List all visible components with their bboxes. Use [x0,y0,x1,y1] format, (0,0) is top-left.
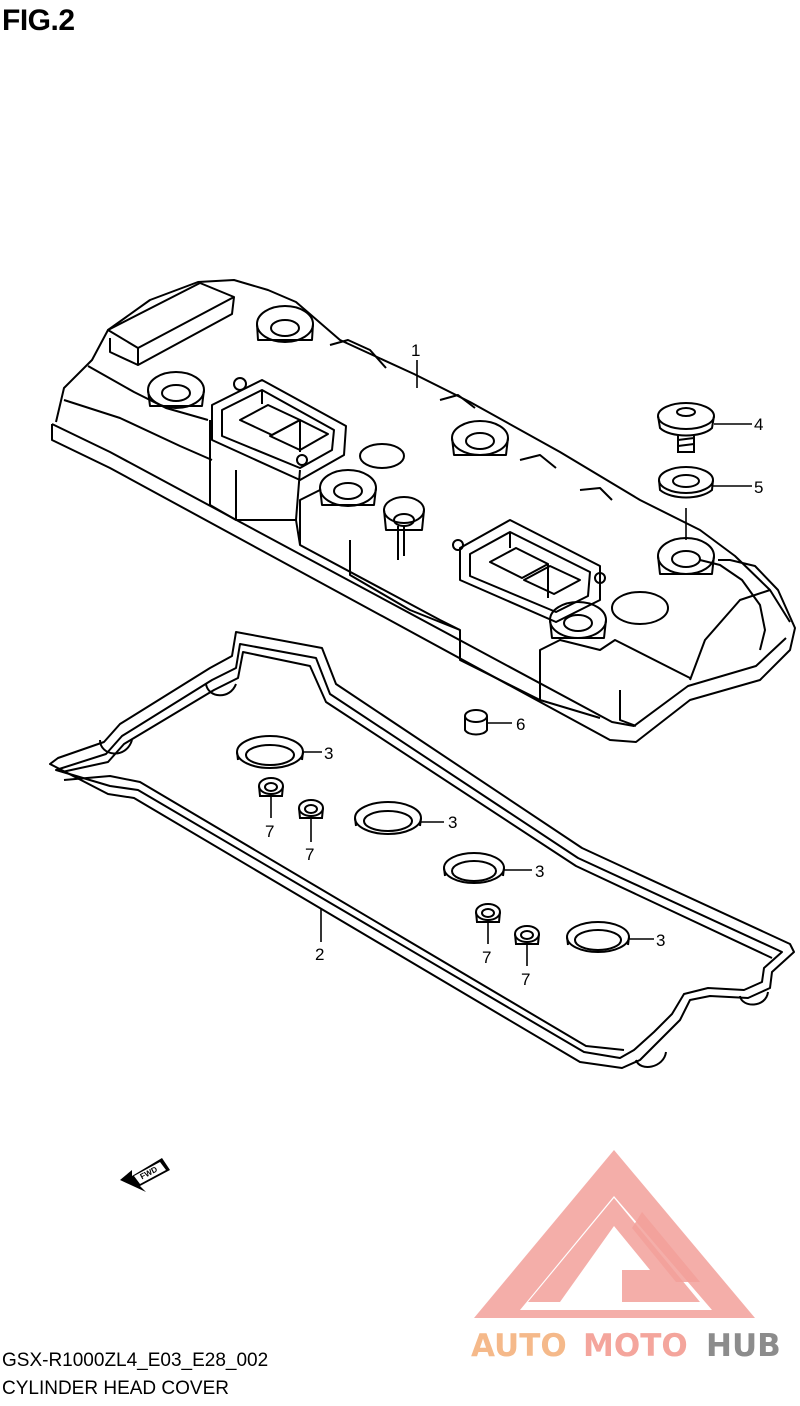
watermark-auto: AUTO [471,1328,567,1364]
callout-5: 5 [754,478,763,497]
watermark-moto: MOTO [583,1328,688,1364]
plug-seal-4 [566,921,630,953]
watermark-logo: AUTO MOTO HUB [471,1150,781,1364]
callout-3c: 3 [535,862,544,881]
small-seal-2 [298,799,324,819]
small-seal-3 [475,903,501,923]
callout-7a: 7 [265,822,274,841]
plug-seal-3 [443,852,505,884]
callout-7d: 7 [521,970,530,989]
callout-3d: 3 [656,931,665,950]
figure-label: FIG.2 [2,4,75,37]
small-seal-1 [258,777,284,797]
callout-7b: 7 [305,845,314,864]
callout-6: 6 [516,715,525,734]
model-code: GSX-R1000ZL4_E03_E28_002 [2,1350,269,1371]
callout-3b: 3 [448,813,457,832]
head-cover-gasket [49,631,795,1069]
section-name: CYLINDER HEAD COVER [2,1378,229,1399]
leader-lines [270,360,752,966]
callout-2: 2 [315,945,324,964]
plug-seal-2 [354,801,422,835]
small-seal-4 [514,925,540,945]
plug-seal-1 [236,735,304,769]
watermark-hub: HUB [706,1328,781,1364]
cap-bolt [657,402,715,453]
callout-1: 1 [411,341,420,360]
grommet-washer [658,466,714,499]
callout-3a: 3 [324,744,333,763]
small-seal-rings [258,777,540,945]
callout-7c: 7 [482,948,491,967]
spacer-dowel [464,709,488,736]
plug-seal-rings [236,735,630,953]
forward-direction-arrow: FWD [120,1158,170,1192]
cylinder-head-cover [51,279,796,743]
callout-4: 4 [754,415,763,434]
